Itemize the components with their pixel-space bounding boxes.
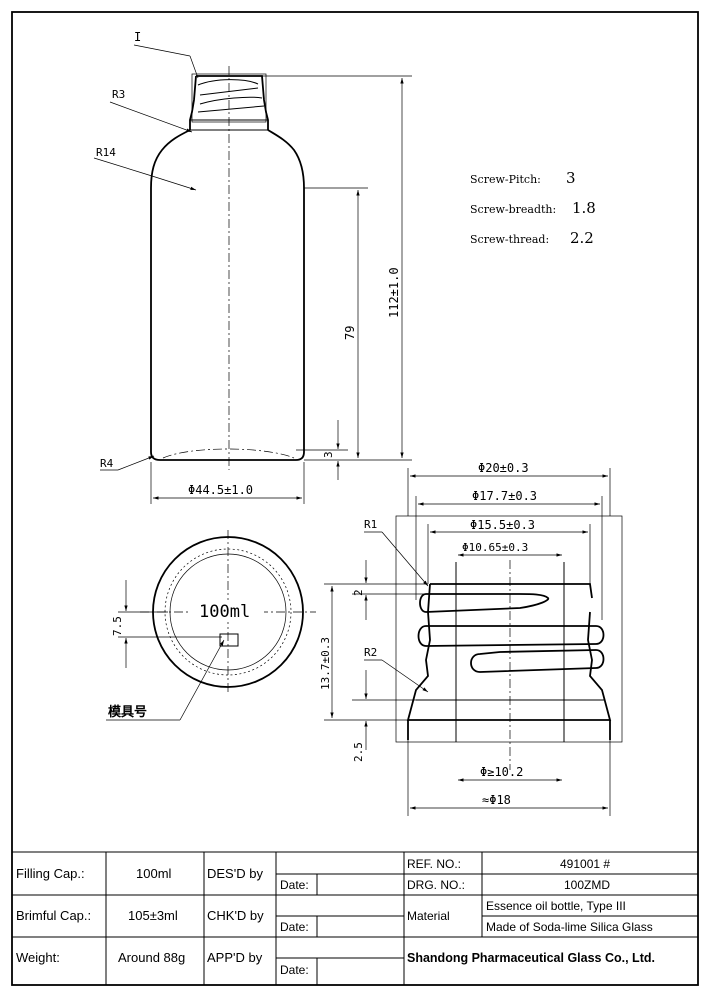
drg-label: DRG. NO.: xyxy=(407,878,465,892)
dim-bead-dia-text: ≈Φ18 xyxy=(482,793,511,807)
ref-value: 491001 # xyxy=(560,857,610,871)
label-r1: R1 xyxy=(364,518,377,531)
label-r3: R3 xyxy=(112,88,125,101)
dim-body-dia-text: Φ44.5±1.0 xyxy=(188,483,253,497)
mold-no-label: 模具号 xyxy=(108,704,147,720)
dim-thread-root xyxy=(427,524,591,584)
bottle-bottom-view xyxy=(140,530,316,694)
screw-spec-row-0: Screw-Pitch: 3 xyxy=(470,169,576,187)
dim-finish-height xyxy=(324,583,428,721)
chk-date-label: Date: xyxy=(280,920,309,934)
dim-mark-offset-text: 7.5 xyxy=(111,616,124,636)
side-view-leaders xyxy=(93,44,199,471)
dim-finish-outer xyxy=(407,468,611,516)
screw-spec-row-1: Screw-breadth: 1.8 xyxy=(470,199,596,217)
label-detail-i: I xyxy=(134,30,141,44)
filling-cap-label: Filling Cap.: xyxy=(16,866,85,881)
svg-text:Screw-thread:: Screw-thread: xyxy=(470,233,549,246)
weight-value: Around 88g xyxy=(118,950,185,965)
dim-bead-height xyxy=(352,670,416,750)
ref-label: REF. NO.: xyxy=(407,857,461,871)
bottle-side-view xyxy=(150,66,305,470)
label-r14: R14 xyxy=(96,146,116,159)
detail-leaders xyxy=(364,531,429,693)
dim-bore-text: Φ10.65±0.3 xyxy=(462,541,528,554)
brimful-cap-value: 105±3ml xyxy=(128,908,178,923)
mold-no-leader xyxy=(106,639,225,721)
dim-base-text: 3 xyxy=(322,451,335,458)
dim-bead-height-text: 2.5 xyxy=(352,742,365,762)
dim-base xyxy=(296,420,348,480)
svg-text:Screw-breadth:: Screw-breadth: xyxy=(470,203,556,216)
dim-bore-min-text: Φ≥10.2 xyxy=(480,765,523,779)
brimful-cap-label: Brimful Cap.: xyxy=(16,908,91,923)
capacity-mark: 100ml xyxy=(199,602,250,622)
app-label: APP'D by xyxy=(207,950,263,965)
svg-text:Screw-Pitch:: Screw-Pitch: xyxy=(470,173,541,186)
drg-value: 100ZMD xyxy=(564,878,610,892)
svg-text:2.2: 2.2 xyxy=(570,229,594,247)
dim-thread-start-text: 2 xyxy=(352,589,365,596)
dim-total-height-text: 112±1.0 xyxy=(387,267,401,318)
dim-finish-outer-text: Φ20±0.3 xyxy=(478,461,529,475)
weight-label: Weight: xyxy=(16,950,60,965)
material-line2: Made of Soda-lime Silica Glass xyxy=(486,920,653,934)
dim-thread-outer-text: Φ17.7±0.3 xyxy=(472,489,537,503)
filling-cap-value: 100ml xyxy=(136,866,172,881)
title-block xyxy=(11,851,699,986)
dim-finish-height-text: 13.7±0.3 xyxy=(319,637,332,690)
des-date-label: Date: xyxy=(280,878,309,892)
label-r4: R4 xyxy=(100,457,114,470)
dim-shoulder xyxy=(304,187,368,458)
chk-label: CHK'D by xyxy=(207,908,264,923)
dim-mark-offset xyxy=(118,580,222,668)
svg-text:3: 3 xyxy=(566,169,576,187)
material-line1: Essence oil bottle, Type III xyxy=(486,899,626,913)
material-label: Material xyxy=(407,909,450,923)
svg-text:1.8: 1.8 xyxy=(572,199,596,217)
dim-shoulder-text: 79 xyxy=(343,326,357,340)
company-name: Shandong Pharmaceutical Glass Co., Ltd. xyxy=(407,951,655,965)
dim-thread-root-text: Φ15.5±0.3 xyxy=(470,518,535,532)
neck-detail-view xyxy=(395,515,623,770)
app-date-label: Date: xyxy=(280,963,309,977)
dim-total-height xyxy=(262,75,412,461)
dim-bead-dia xyxy=(407,740,611,816)
dim-body-dia xyxy=(150,462,305,504)
label-r2: R2 xyxy=(364,646,377,659)
des-label: DES'D by xyxy=(207,866,263,881)
screw-spec-row-2: Screw-thread: 2.2 xyxy=(470,229,594,247)
dim-thread-outer xyxy=(415,496,603,620)
dim-thread-start xyxy=(352,560,424,620)
